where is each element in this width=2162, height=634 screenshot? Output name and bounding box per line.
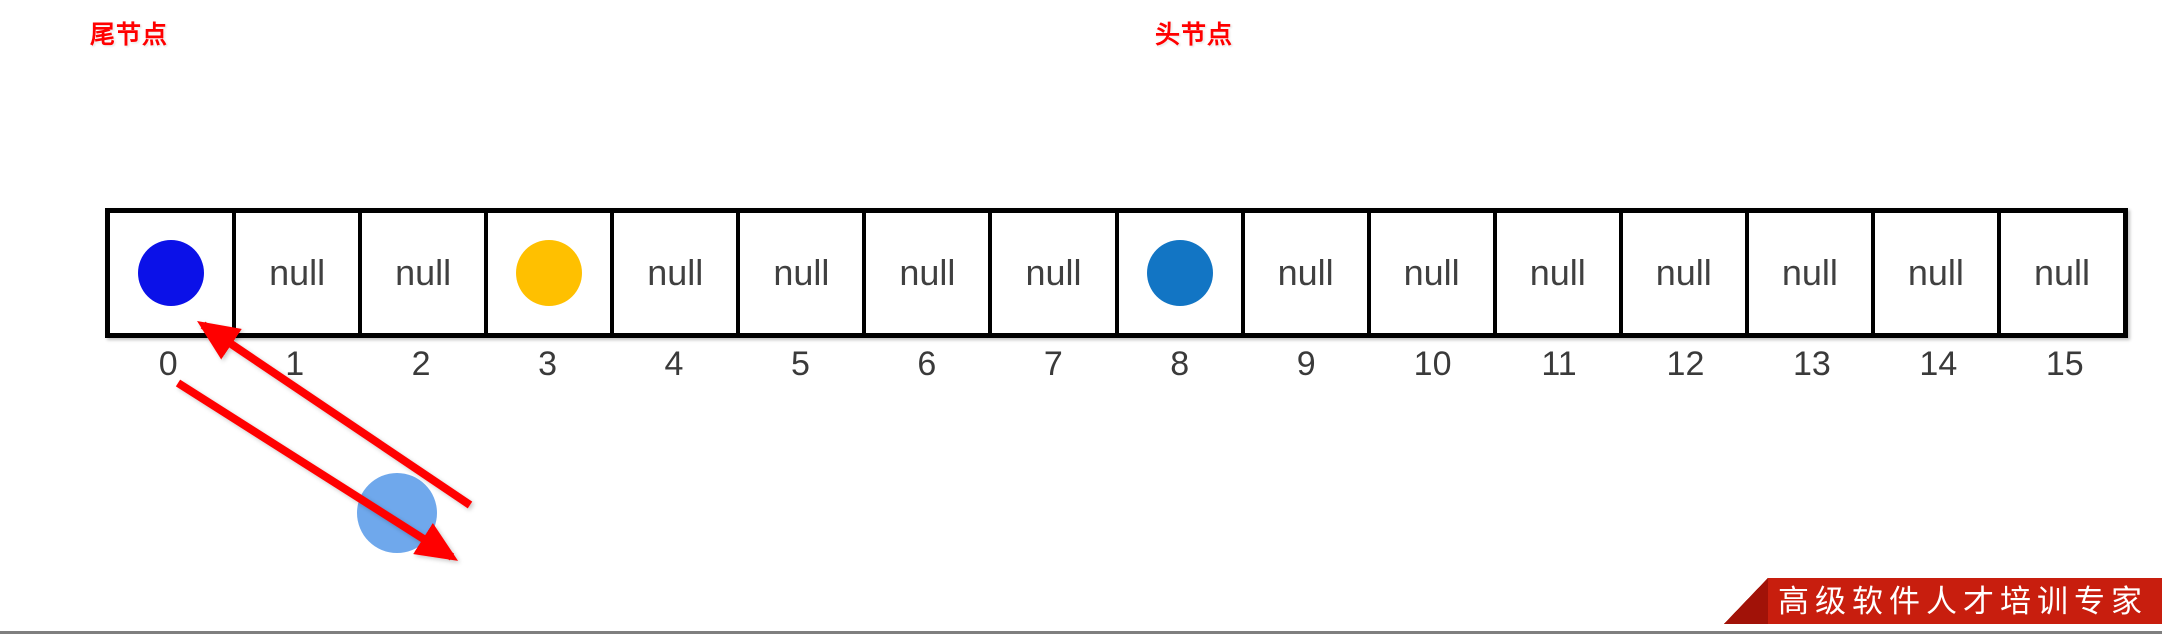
bucket-null-text: null <box>899 252 956 293</box>
bucket-null-text: null <box>647 252 704 293</box>
bucket-cell-8 <box>1119 213 1245 333</box>
hash-bucket-array: null null null null null null null null null null… <box>105 208 2128 338</box>
bucket-index-label-13: 13 <box>1792 345 1831 383</box>
bucket-index-label-10: 10 <box>1413 345 1452 383</box>
bucket-cell-7: null <box>992 213 1119 333</box>
bucket-null-text: null <box>1655 252 1712 293</box>
bucket-cell-6: null <box>866 213 993 333</box>
bucket-index-label-1: 1 <box>285 345 305 383</box>
bucket-index-label-11: 11 <box>1541 345 1577 383</box>
bucket-index-label-3: 3 <box>538 345 557 383</box>
bucket-index-label-4: 4 <box>664 345 684 383</box>
bucket-index-label-5: 5 <box>790 345 810 383</box>
page-bottom-rule <box>0 631 2162 634</box>
bucket-index-label-2: 2 <box>411 345 431 383</box>
bucket-cell-13: null <box>1749 213 1875 333</box>
bucket-cell-4: null <box>614 213 741 333</box>
bucket-cell-1: null <box>236 213 363 333</box>
bucket-cell-0 <box>110 213 237 333</box>
bucket-node-circle-8 <box>1146 240 1213 306</box>
bucket-null-text: null <box>1781 252 1838 293</box>
bucket-null-text: null <box>1907 252 1964 293</box>
bucket-cell-15: null <box>2001 213 2123 333</box>
bucket-null-text: null <box>395 252 452 293</box>
bucket-index-label-7: 7 <box>1043 345 1063 383</box>
bucket-null-text: null <box>1529 252 1586 293</box>
bucket-cell-5: null <box>740 213 867 333</box>
bucket-index-label-6: 6 <box>917 345 937 383</box>
bucket-cell-2: null <box>362 213 489 333</box>
bucket-index-label-14: 14 <box>1919 345 1958 383</box>
bucket-null-text: null <box>1403 252 1460 293</box>
bucket-index-label-15: 15 <box>2045 345 2084 383</box>
bucket-index-label-9: 9 <box>1296 345 1316 383</box>
bucket-node-circle-0 <box>138 240 205 306</box>
watermark-banner: 高级软件人才培训专家 <box>1724 578 2162 624</box>
detached-node-circle <box>357 473 437 553</box>
bucket-index-label-12: 12 <box>1666 345 1705 383</box>
bucket-index-label-0: 0 <box>158 345 178 383</box>
bucket-null-text: null <box>1025 252 1082 293</box>
watermark-notch <box>1724 578 1768 624</box>
watermark-text: 高级软件人才培训专家 <box>1768 578 2162 624</box>
bucket-index-label-8: 8 <box>1170 345 1190 383</box>
bucket-cell-9: null <box>1245 213 1371 333</box>
bucket-null-text: null <box>2033 252 2090 293</box>
head-node-label: 头节点 <box>1155 21 1234 49</box>
bucket-cell-11: null <box>1497 213 1623 333</box>
bucket-cell-3 <box>488 213 615 333</box>
bucket-cell-12: null <box>1623 213 1749 333</box>
bucket-cell-14: null <box>1875 213 2001 333</box>
bucket-null-text: null <box>269 252 326 293</box>
bucket-null-text: null <box>1277 252 1334 293</box>
tail-node-label: 尾节点 <box>90 21 169 49</box>
bucket-cell-10: null <box>1371 213 1497 333</box>
bucket-node-circle-3 <box>516 240 583 306</box>
bucket-null-text: null <box>773 252 830 293</box>
